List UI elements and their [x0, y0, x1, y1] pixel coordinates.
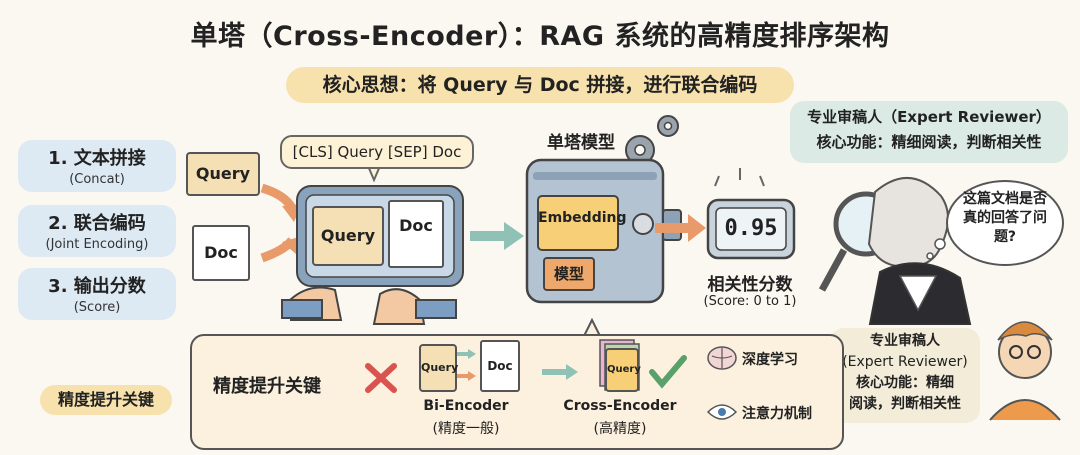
step-concat-sub: (Concat): [69, 172, 125, 187]
joined-doc-card: Doc: [388, 200, 444, 268]
cross-encoder-note: (高精度): [593, 421, 647, 437]
expert-reviewer-card: 专业审稿人 (Expert Reviewer) 核心功能：精细 阅读，判断相关性: [830, 328, 980, 423]
feature-deep-learning: 深度学习: [742, 352, 798, 368]
step-joint-encoding: 2. 联合编码 (Joint Encoding): [18, 205, 176, 257]
page-title: 单塔（Cross-Encoder）：RAG 系统的高精度排序架构: [190, 21, 890, 52]
bi-query-card: Query: [419, 344, 458, 392]
precision-key-heading: 精度提升关键: [213, 376, 321, 397]
expert-panel-title: 专业审稿人（Expert Reviewer）: [807, 108, 1051, 126]
input-query-card: Query: [186, 152, 260, 196]
step-concat: 1. 文本拼接 (Concat): [18, 140, 176, 192]
score-label: 相关性分数: [707, 275, 793, 295]
model-embedding-label: Embedding: [538, 210, 627, 226]
check-mark-icon: [649, 355, 687, 389]
embedding-block: [537, 195, 619, 251]
model-label-block: [543, 257, 595, 291]
cross-mark-icon: [365, 363, 397, 393]
input-doc-card: Doc: [192, 225, 250, 281]
expert-reviewer-panel: 专业审稿人（Expert Reviewer） 核心功能：精细阅读，判断相关性: [790, 101, 1068, 163]
bi-doc-card: Doc: [480, 340, 520, 392]
step-joint-title: 2. 联合编码: [48, 213, 146, 234]
model-title: 单塔模型: [547, 133, 615, 153]
expert-card-title: 专业审稿人: [870, 333, 940, 349]
bi-encoder-note: (精度一般): [432, 421, 500, 437]
thought-bubble: 这篇文档是否真的回答了问题?: [946, 180, 1064, 266]
expert-card-function-1: 核心功能：精细: [856, 375, 954, 391]
score-value: 0.95: [724, 216, 778, 241]
core-idea-banner: 核心思想：将 Query 与 Doc 拼接，进行联合编码: [286, 67, 794, 103]
step-score: 3. 输出分数 (Score): [18, 268, 176, 320]
step-score-title: 3. 输出分数: [48, 276, 146, 297]
expert-card-function-2: 阅读，判断相关性: [849, 396, 961, 412]
feature-attention: 注意力机制: [742, 406, 812, 422]
model-label: 模型: [553, 265, 584, 283]
expert-card-subtitle: (Expert Reviewer): [842, 354, 968, 370]
concat-format-bubble: [CLS] Query [SEP] Doc: [280, 135, 474, 169]
bi-encoder-name: Bi-Encoder: [423, 398, 509, 414]
step-score-sub: (Score): [73, 300, 121, 315]
score-range: (Score: 0 to 1): [703, 294, 797, 309]
cross-encoder-name: Cross-Encoder: [563, 398, 677, 414]
step-concat-title: 1. 文本拼接: [48, 148, 146, 169]
precision-key-label: 精度提升关键: [40, 385, 172, 415]
expert-panel-function: 核心功能：精细阅读，判断相关性: [816, 133, 1042, 151]
joined-query-card: Query: [312, 206, 384, 266]
step-joint-sub: (Joint Encoding): [45, 237, 149, 252]
cross-query-card: Query: [605, 348, 641, 392]
right-hand-icon: [372, 288, 426, 325]
